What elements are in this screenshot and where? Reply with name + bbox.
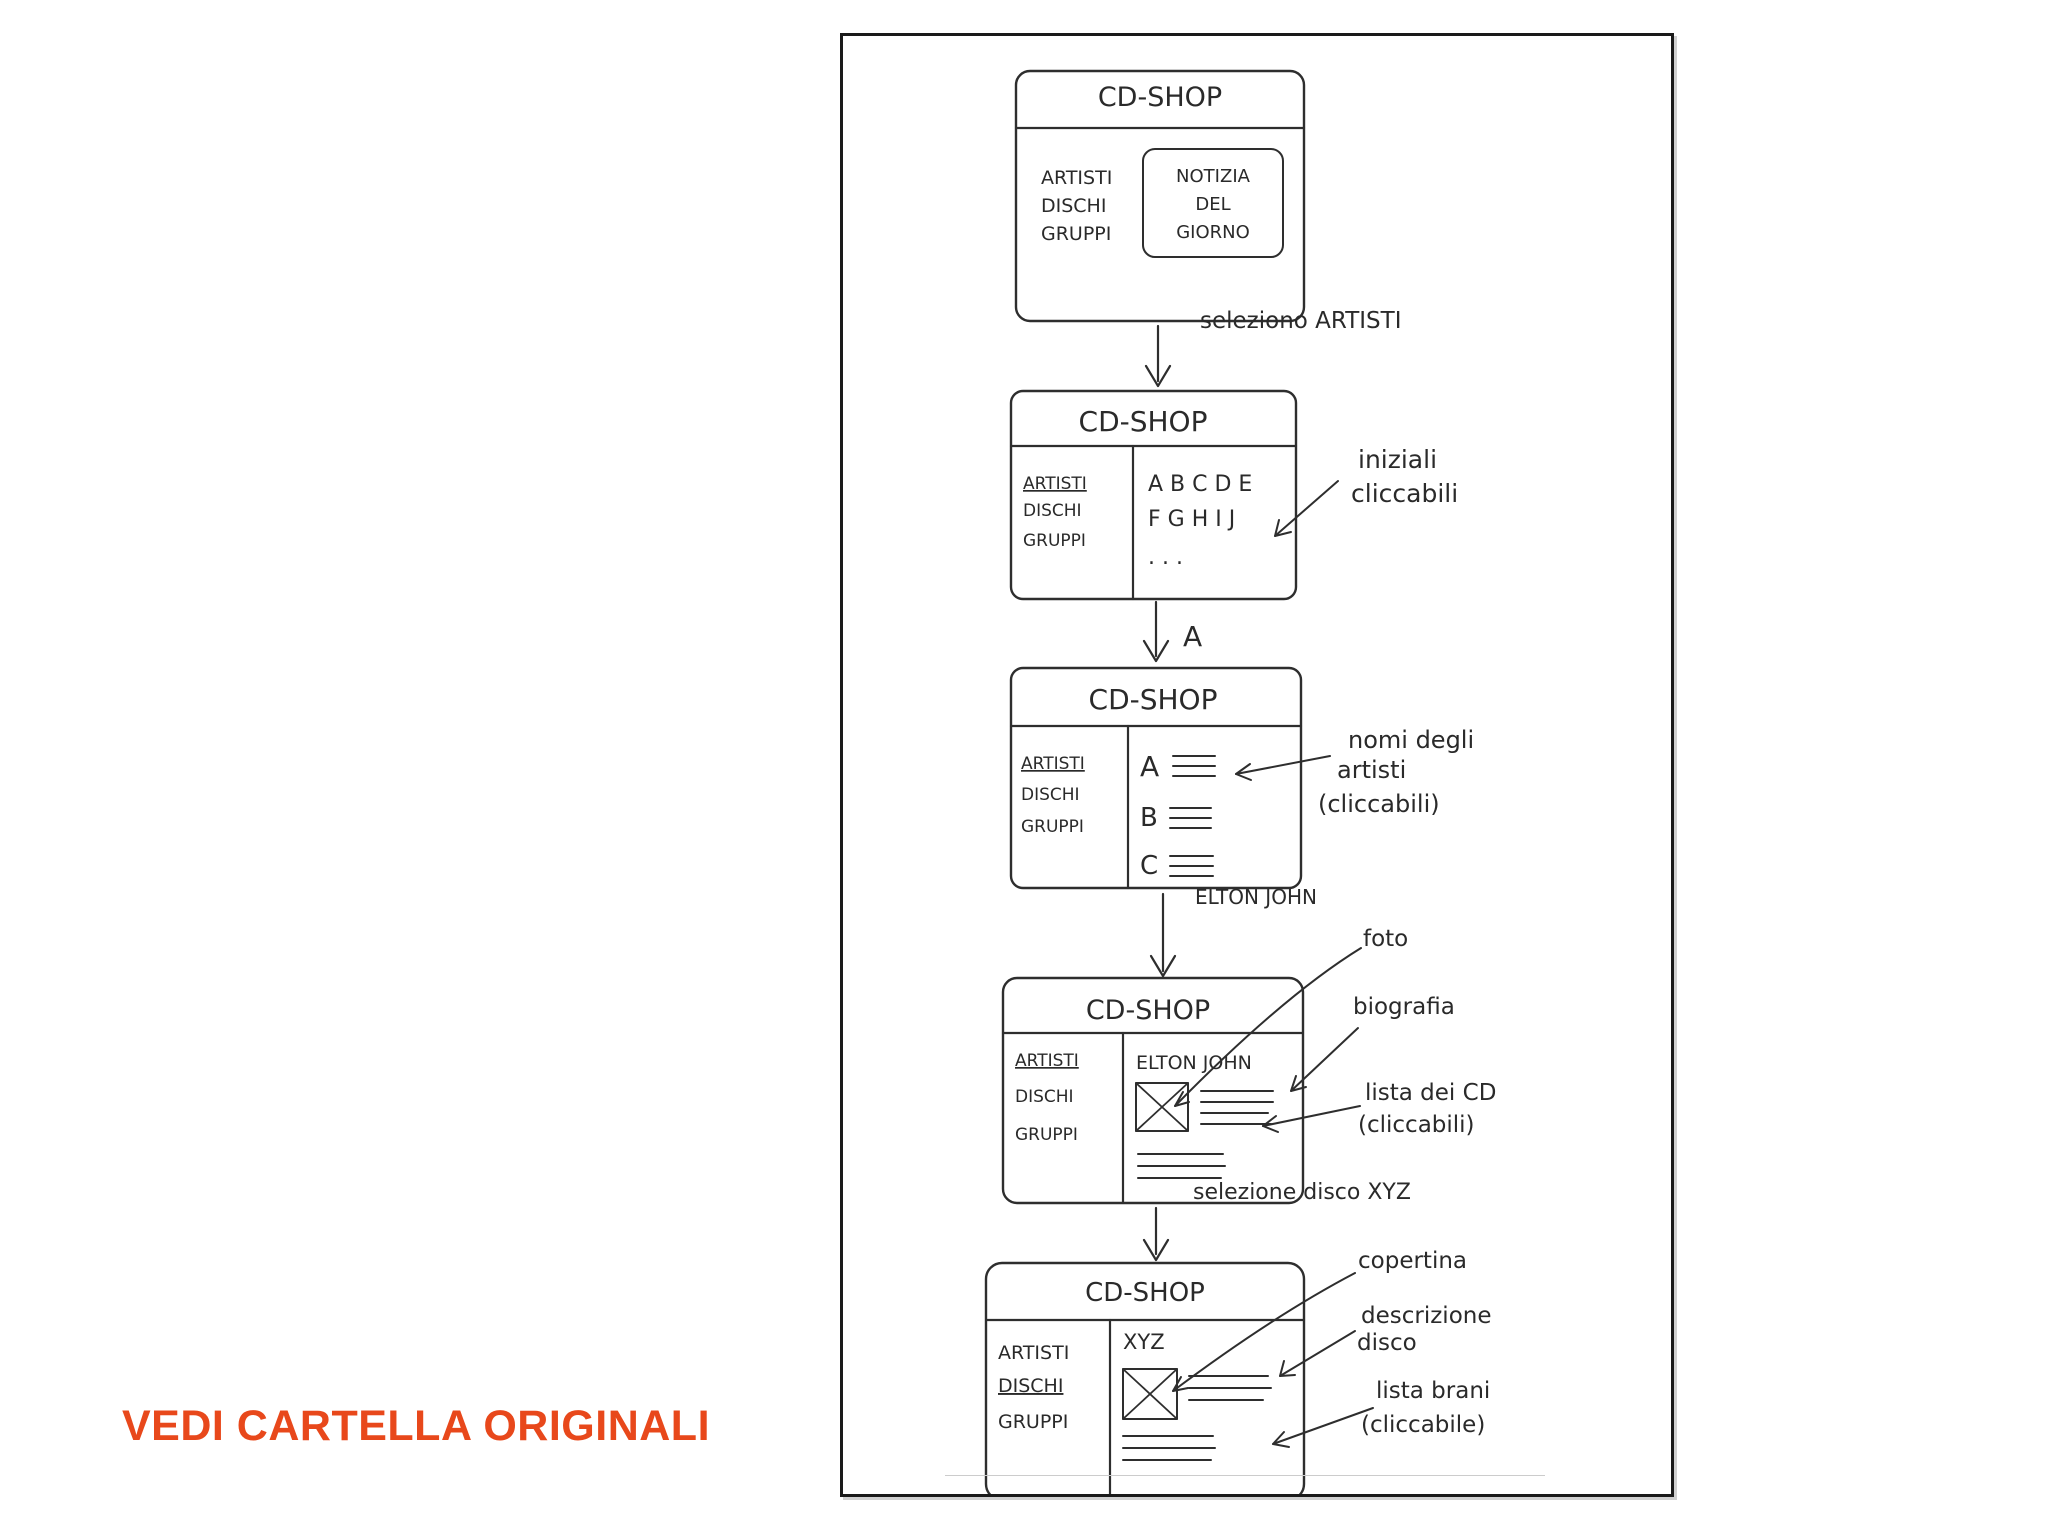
note-cd-list-1: lista dei CD	[1365, 1080, 1496, 1106]
screen-title: CD-SHOP	[1079, 405, 1208, 438]
step-label-4: selezione disco XYZ	[1193, 1180, 1411, 1205]
news-box	[1142, 148, 1284, 258]
menu-item-dischi: DISCHI	[1023, 501, 1082, 521]
screen-title: CD-SHOP	[1085, 1278, 1205, 1308]
menu-item-gruppi: GRUPPI	[1041, 223, 1111, 245]
note-names-2: artisti	[1337, 756, 1406, 784]
note-names-3: (cliccabili)	[1318, 790, 1440, 818]
note-tracklist-2: (cliccabile)	[1361, 1412, 1485, 1438]
news-box-line-1: NOTIZIA	[1176, 166, 1251, 187]
screen-title: CD-SHOP	[1086, 995, 1210, 1026]
menu-item-artisti: ARTISTI	[1021, 754, 1085, 774]
cover-placeholder-icon	[1122, 1368, 1178, 1420]
letters-ellipsis: . . .	[1148, 545, 1183, 570]
note-photo: foto	[1363, 926, 1408, 952]
note-biography: biografia	[1353, 994, 1455, 1020]
note-description-1: descrizione	[1361, 1303, 1492, 1329]
note-initials-2: cliccabili	[1351, 479, 1458, 508]
letters-row-2: F G H I J	[1148, 507, 1235, 532]
menu-item-artisti: ARTISTI	[1023, 474, 1087, 494]
note-cover: copertina	[1358, 1248, 1467, 1274]
photo-placeholder-icon	[1135, 1082, 1189, 1132]
menu-item-artisti: ARTISTI	[998, 1342, 1069, 1364]
step-arrow-1: seleziono ARTISTI	[1144, 308, 1401, 388]
menu-item-gruppi: GRUPPI	[1021, 817, 1084, 837]
screen-title: CD-SHOP	[1089, 683, 1218, 716]
note-cd-list-2: (cliccabili)	[1358, 1112, 1475, 1138]
note-tracklist-1: lista brani	[1376, 1378, 1490, 1404]
news-box-line-3: GIORNO	[1176, 222, 1250, 243]
step-label-3: ELTON JOHN	[1195, 885, 1317, 909]
step-arrow-4: selezione disco XYZ	[1142, 1180, 1411, 1262]
note-arrow	[1274, 480, 1339, 537]
letter-c: C	[1140, 851, 1158, 881]
folder-reference-caption: VEDI CARTELLA ORIGINALI	[122, 1402, 711, 1450]
letter-a: A	[1140, 750, 1159, 783]
menu-item-dischi: DISCHI	[1021, 785, 1080, 805]
step-label-2: A	[1183, 620, 1202, 653]
sketch-frame: CD-SHOP ARTISTI DISCHI GRUPPI NOTIZIA DE…	[840, 33, 1674, 1497]
artist-heading: ELTON JOHN	[1136, 1052, 1252, 1074]
step-arrow-3: ELTON JOHN	[1149, 885, 1317, 978]
menu-item-dischi: DISCHI	[1041, 195, 1106, 217]
menu-item-artisti: ARTISTI	[1041, 167, 1112, 189]
screen-artist-detail: CD-SHOP ARTISTI DISCHI GRUPPI ELTON JOHN…	[1001, 926, 1496, 1205]
menu-item-gruppi: GRUPPI	[1023, 531, 1086, 551]
divider	[945, 1475, 1545, 1476]
disc-heading: XYZ	[1123, 1330, 1165, 1354]
screen-home: CD-SHOP ARTISTI DISCHI GRUPPI NOTIZIA DE…	[1014, 69, 1306, 323]
note-arrow	[1235, 755, 1331, 775]
screen-disc-detail: CD-SHOP ARTISTI DISCHI GRUPPI XYZ copert…	[984, 1248, 1492, 1494]
note-names-1: nomi degli	[1348, 726, 1474, 754]
step-label-1: seleziono ARTISTI	[1200, 308, 1401, 334]
screen-artist-initials: CD-SHOP ARTISTI DISCHI GRUPPI A B C D E …	[1009, 389, 1458, 601]
screen-title: CD-SHOP	[1098, 82, 1222, 113]
menu-item-gruppi: GRUPPI	[998, 1411, 1068, 1433]
menu-item-gruppi: GRUPPI	[1015, 1125, 1078, 1145]
letters-row-1: A B C D E	[1148, 472, 1252, 497]
menu-item-dischi: DISCHI	[998, 1375, 1063, 1397]
menu-item-artisti: ARTISTI	[1015, 1051, 1079, 1071]
step-arrow-2: A	[1142, 600, 1202, 663]
note-description-2: disco	[1357, 1330, 1417, 1356]
screen-artist-names: CD-SHOP ARTISTI DISCHI GRUPPI A B C nomi…	[1009, 666, 1474, 890]
news-box-line-2: DEL	[1195, 194, 1230, 215]
note-initials-1: iniziali	[1358, 445, 1437, 474]
letter-b: B	[1140, 803, 1158, 833]
menu-item-dischi: DISCHI	[1015, 1087, 1074, 1107]
storyboard-sketch: CD-SHOP ARTISTI DISCHI GRUPPI NOTIZIA DE…	[984, 69, 1496, 1494]
